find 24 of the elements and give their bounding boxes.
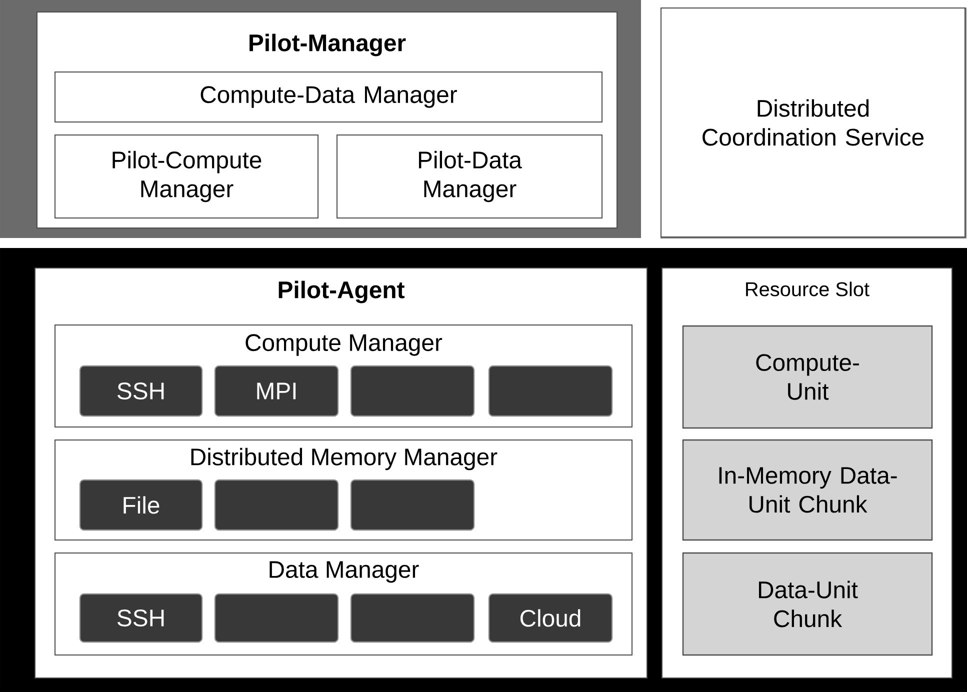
manager-title: Data Manager [270, 561, 419, 583]
component-box: Compute-Data Manager [54, 72, 602, 122]
panel-title: Pilot-Agent [278, 280, 404, 304]
module-box: File [79, 479, 203, 531]
module-box [350, 593, 475, 643]
manager-title: Distributed Memory Manager [191, 448, 498, 470]
component-box: Pilot-Data Manager [336, 134, 602, 218]
module-box: MPI [214, 365, 339, 417]
slot-box: Data-Unit Chunk [682, 552, 933, 656]
module-box [214, 479, 339, 531]
module-box [214, 593, 339, 643]
module-box [350, 365, 475, 417]
module-box [350, 479, 475, 531]
slot-box: In-Memory Data-Unit Chunk [682, 439, 933, 541]
component-box: Pilot-Compute Manager [54, 134, 318, 218]
panel-title: Resource Slot [746, 282, 870, 296]
module-box [488, 365, 613, 417]
module-box: SSH [79, 365, 203, 417]
component-box: Distributed Coordination Service [660, 8, 966, 238]
panel-title: Pilot-Manager [250, 34, 406, 56]
manager-title: Compute Manager [246, 334, 442, 356]
module-box: SSH [79, 593, 203, 643]
slot-box: Compute-Unit [682, 325, 933, 429]
module-box: Cloud [488, 593, 613, 643]
